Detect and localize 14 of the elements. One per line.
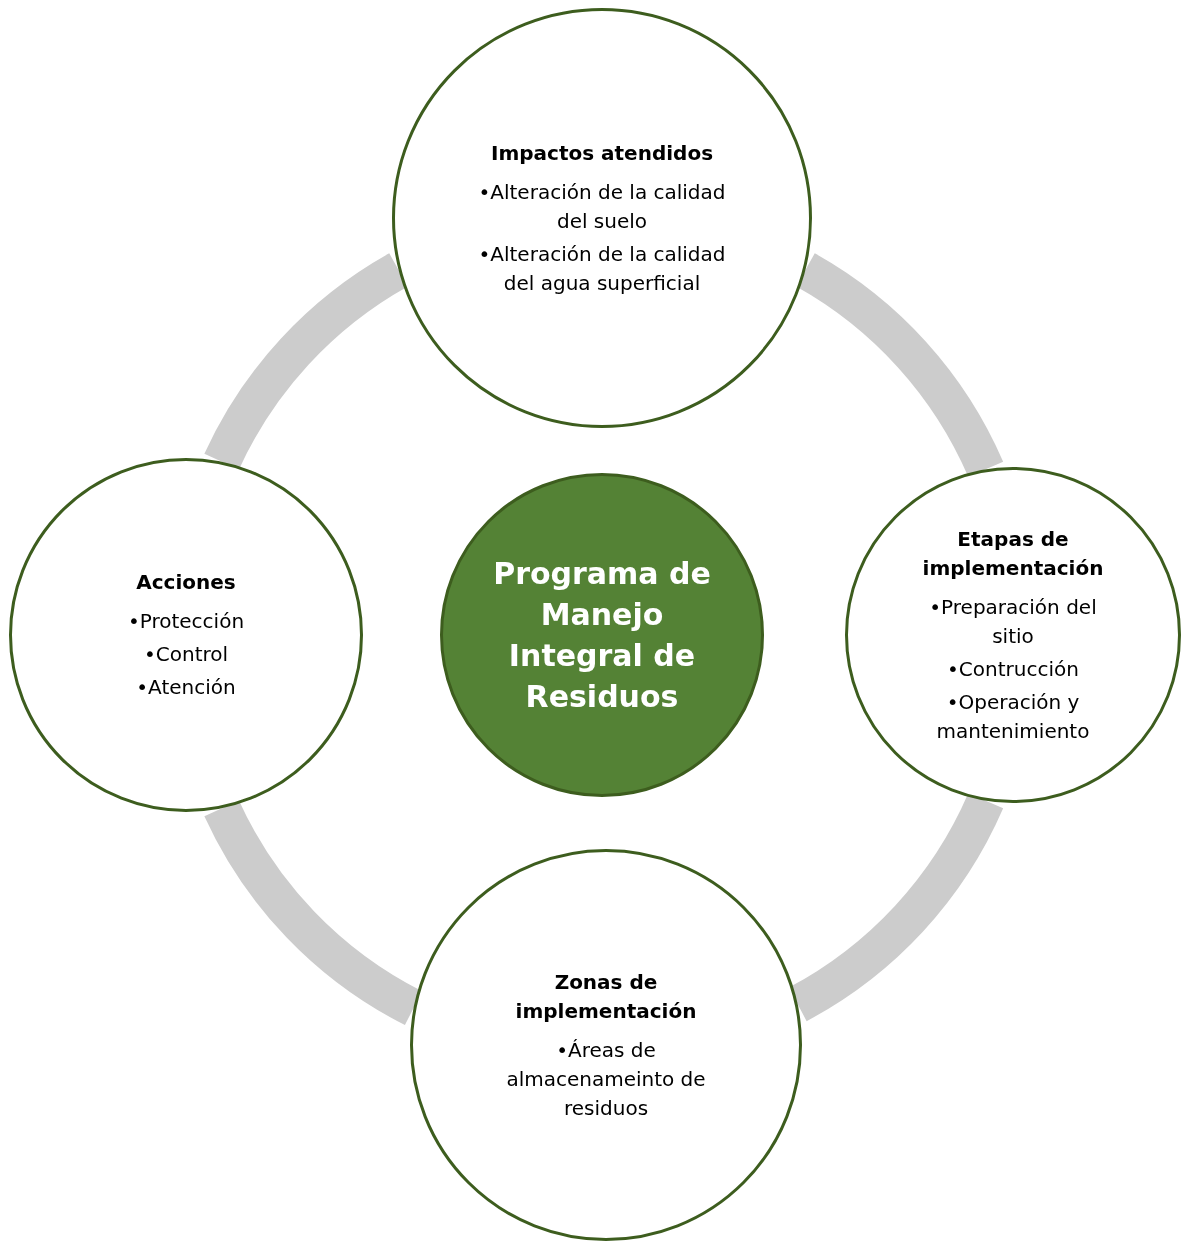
bullet-item: •Alteración de la calidad del suelo [477,178,727,235]
circle-heading: Acciones [136,569,236,596]
bullet-item: •Protección [127,608,245,635]
bullet-item: •Atención [136,674,236,701]
bullet-item: •Alteración de la calidad del agua superficial [477,240,727,297]
bullet-item: •Control [143,641,229,668]
bullet-item: •Preparación del sitio [928,593,1098,650]
bullet-item: •Operación y mantenimiento [935,688,1091,745]
program-title: Programa de Manejo Integral de Residuos [492,555,712,716]
circle-heading: Zonas de implementación [514,968,698,1025]
circle-heading: Etapas de implementación [921,525,1105,582]
bullet-item: •Áreas de almacenameinto de residuos [505,1036,707,1122]
bullet-item: •Contrucción [947,655,1079,683]
circle-heading: Impactos atendidos [490,139,714,167]
